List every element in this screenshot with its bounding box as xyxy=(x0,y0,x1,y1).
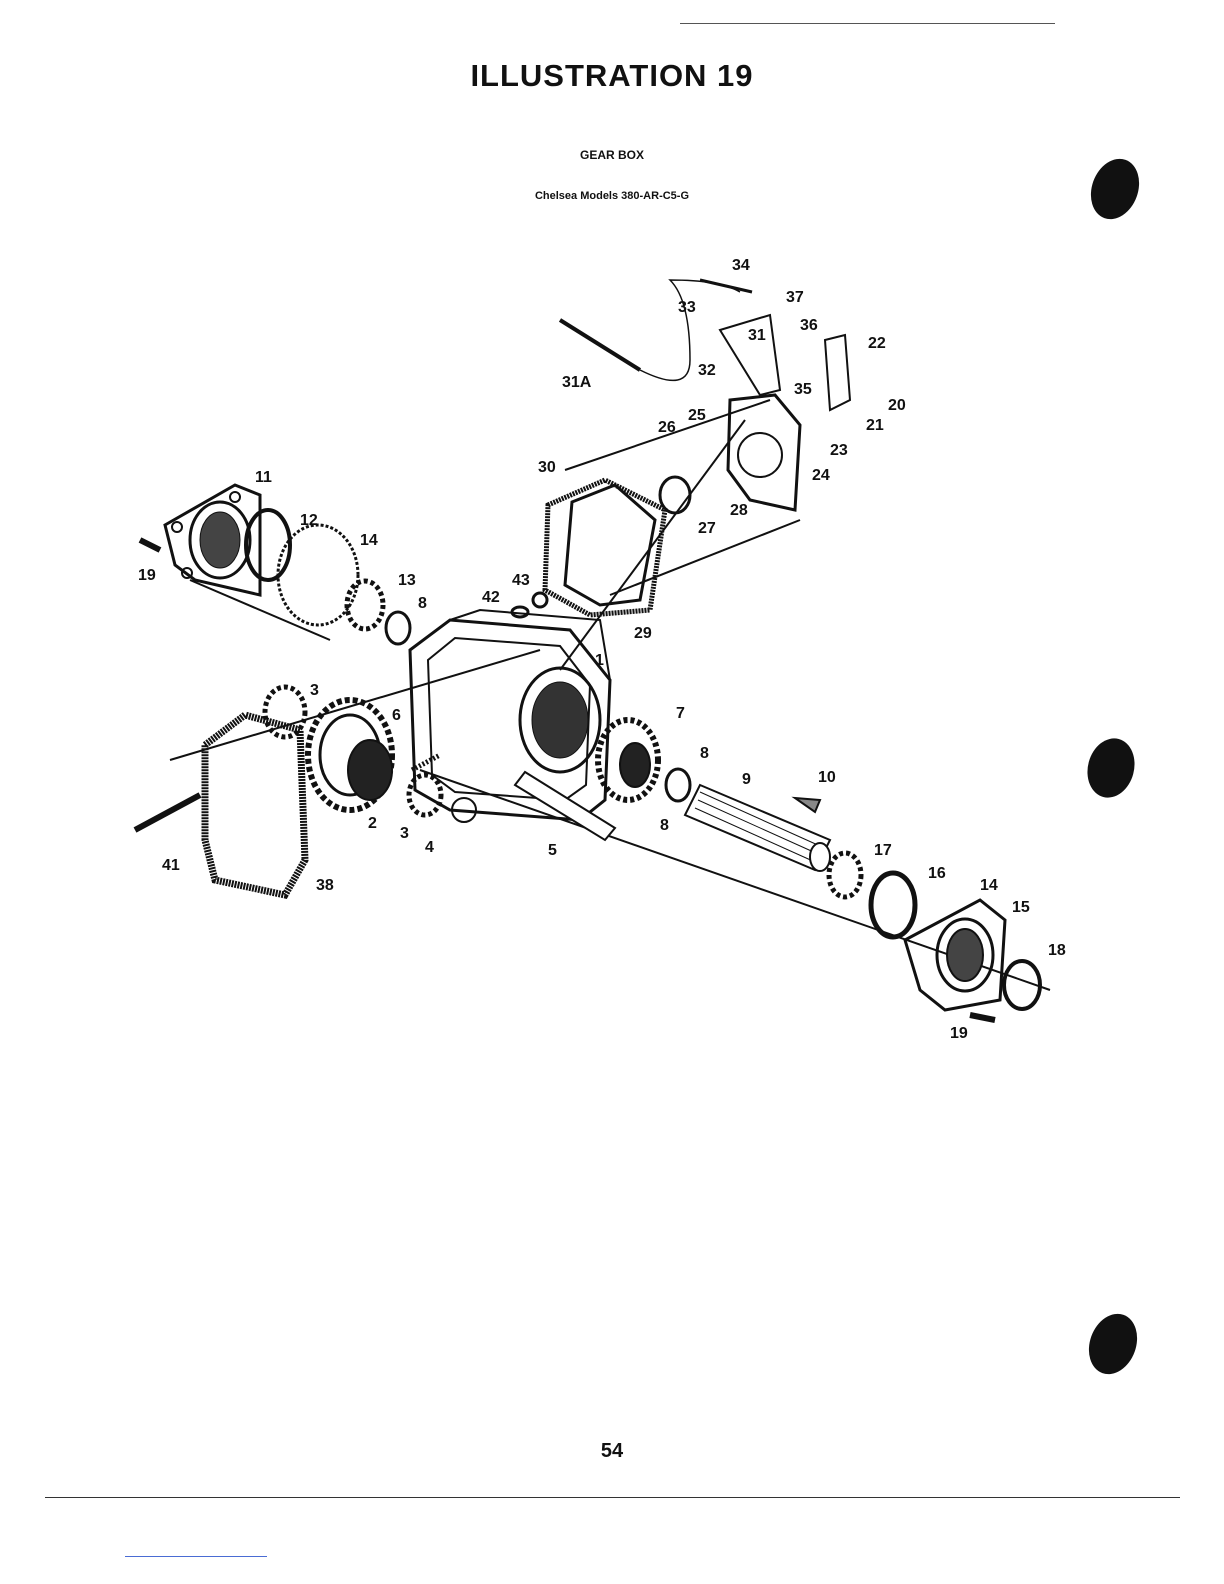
callout-32: 32 xyxy=(698,362,716,379)
bottom-rule xyxy=(45,1497,1180,1498)
callout-36: 36 xyxy=(800,317,818,334)
bearing-cone xyxy=(347,581,383,629)
callout-9: 9 xyxy=(742,771,751,788)
callout-22: 22 xyxy=(868,335,886,352)
link-rule xyxy=(125,1556,267,1557)
output-shaft xyxy=(685,785,830,871)
callout-21: 21 xyxy=(866,417,884,434)
callout-10: 10 xyxy=(818,769,836,786)
callout-20: 20 xyxy=(888,397,906,414)
callout-17: 17 xyxy=(874,842,892,859)
callout-35: 35 xyxy=(794,381,812,398)
callout-42: 42 xyxy=(482,589,500,606)
callout-1: 1 xyxy=(595,652,604,669)
idler-gear xyxy=(308,700,392,810)
callout-2: 2 xyxy=(368,815,377,832)
callout-31a: 31A xyxy=(562,374,592,391)
callout-38: 38 xyxy=(316,877,334,894)
callout-14a: 14 xyxy=(360,532,378,549)
callout-14b: 14 xyxy=(980,877,998,894)
callout-27: 27 xyxy=(698,520,716,537)
callout-13: 13 xyxy=(398,572,416,589)
page-number: 54 xyxy=(0,1440,1224,1463)
callout-33: 33 xyxy=(678,299,696,316)
callout-12: 12 xyxy=(300,512,318,529)
callout-25: 25 xyxy=(688,407,706,424)
axis-line-gear xyxy=(170,650,540,760)
callout-43: 43 xyxy=(512,572,530,589)
callout-6: 6 xyxy=(392,707,401,724)
callout-34: 34 xyxy=(732,257,750,274)
callout-19a: 19 xyxy=(138,567,156,584)
callout-29: 29 xyxy=(634,625,652,642)
callout-8a: 8 xyxy=(418,595,427,612)
output-cover xyxy=(905,900,1005,1010)
callout-23: 23 xyxy=(830,442,848,459)
callout-28: 28 xyxy=(730,502,748,519)
callout-3b: 3 xyxy=(400,825,409,842)
callout-16: 16 xyxy=(928,865,946,882)
callout-26: 26 xyxy=(658,419,676,436)
callout-4: 4 xyxy=(425,839,434,856)
callout-18: 18 xyxy=(1048,942,1066,959)
axis-line-top xyxy=(560,420,745,670)
callout-11: 11 xyxy=(255,469,272,486)
callout-8c: 8 xyxy=(660,817,669,834)
callout-3a: 3 xyxy=(310,682,319,699)
callout-8b: 8 xyxy=(700,745,709,762)
callout-41: 41 xyxy=(162,857,180,874)
bearing-cup xyxy=(246,510,290,580)
callout-37: 37 xyxy=(786,289,804,306)
callout-19b: 19 xyxy=(950,1025,968,1042)
callout-31: 31 xyxy=(748,327,766,344)
callout-5: 5 xyxy=(548,842,557,859)
callout-7: 7 xyxy=(676,705,685,722)
callout-24: 24 xyxy=(812,467,830,484)
callout-15: 15 xyxy=(1012,899,1030,916)
callout-30: 30 xyxy=(538,459,556,476)
